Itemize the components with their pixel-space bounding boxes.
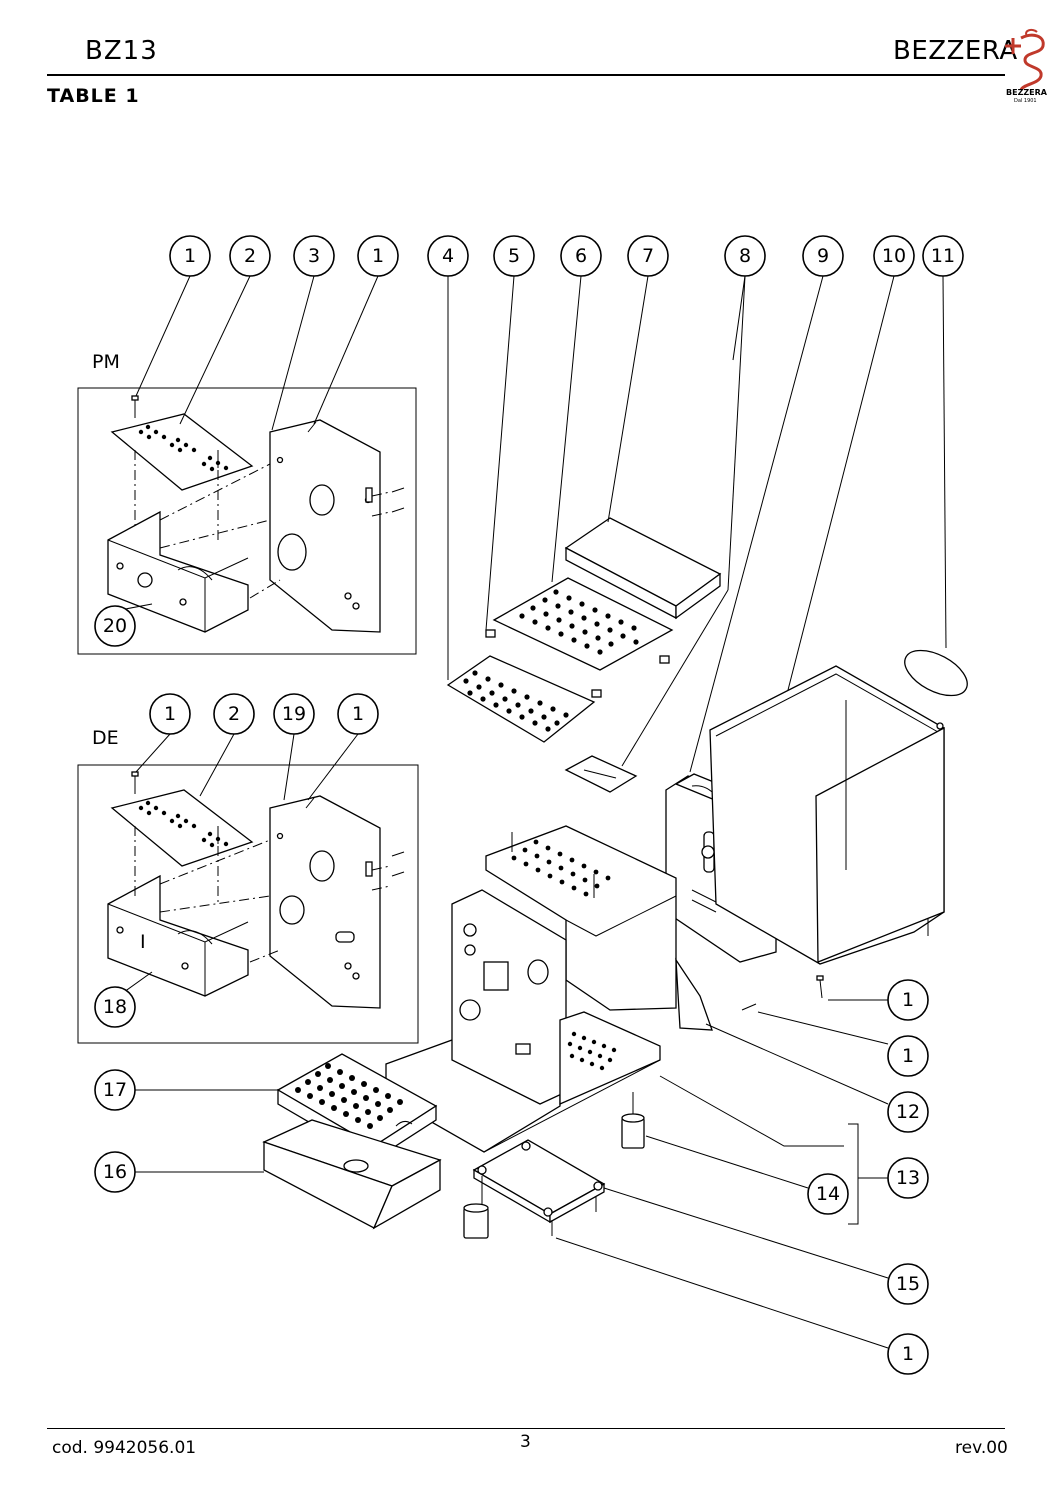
- callout-3: 3: [293, 235, 335, 277]
- de-inset-frame: [77, 764, 419, 1044]
- pm-inset-frame: [77, 387, 417, 655]
- svg-text:14: 14: [816, 1183, 840, 1205]
- base-block-16: [262, 1119, 442, 1230]
- callout-10: 10: [873, 235, 915, 277]
- svg-text:8: 8: [739, 245, 751, 267]
- callout-2b: 2: [213, 693, 255, 735]
- svg-text:19: 19: [282, 703, 306, 725]
- chassis-frame: [385, 889, 713, 1153]
- callout-12: 12: [887, 1091, 929, 1133]
- svg-text:1: 1: [164, 703, 176, 725]
- callout-7: 7: [627, 235, 669, 277]
- revision: rev.00: [955, 1438, 1008, 1458]
- pm-label: PM: [92, 351, 120, 373]
- callout-8: 8: [724, 235, 766, 277]
- svg-text:18: 18: [103, 996, 127, 1018]
- svg-text:1: 1: [352, 703, 364, 725]
- footer-code: cod. 9942056.01: [52, 1438, 197, 1458]
- svg-text:17: 17: [103, 1079, 127, 1101]
- svg-text:13: 13: [896, 1167, 920, 1189]
- callout-1b: 1: [357, 235, 399, 277]
- callout-20: 20: [94, 605, 136, 647]
- upper-frame-panel: [485, 825, 677, 1011]
- callout-1d: 1: [337, 693, 379, 735]
- svg-text:6: 6: [575, 245, 587, 267]
- callout-13: 13: [887, 1157, 929, 1199]
- svg-text:9: 9: [817, 245, 829, 267]
- pm-top-plate: [110, 413, 254, 491]
- pm-bracket: [107, 510, 249, 633]
- svg-text:12: 12: [896, 1101, 920, 1123]
- feet-14: [463, 1092, 645, 1239]
- callout-1e: 1: [887, 979, 929, 1021]
- callout-4: 4: [427, 235, 469, 277]
- svg-text:16: 16: [103, 1161, 127, 1183]
- callout-1g: 1: [887, 1333, 929, 1375]
- page-number: 3: [520, 1432, 531, 1452]
- drip-tray-7: [564, 517, 722, 620]
- svg-text:20: 20: [103, 615, 127, 637]
- callout-14: 14: [807, 1173, 849, 1215]
- cup-grid-6: [492, 577, 674, 671]
- de-screws: [131, 771, 405, 877]
- logo-text: BEZZERA: [1006, 88, 1047, 97]
- svg-text:4: 4: [442, 245, 454, 267]
- table-title: TABLE 1: [47, 85, 140, 107]
- svg-text:5: 5: [508, 245, 520, 267]
- callout-2a: 2: [229, 235, 271, 277]
- bezzera-logo-icon: [1005, 28, 1045, 91]
- callout-15: 15: [887, 1263, 929, 1305]
- badge-plate-8: [564, 755, 638, 793]
- logo-subtext: Dal 1901: [1014, 98, 1037, 104]
- drip-tray-feet-5: [485, 629, 670, 698]
- svg-text:1: 1: [902, 989, 914, 1011]
- de-bracket: [107, 874, 249, 997]
- svg-text:2: 2: [244, 245, 256, 267]
- header-rule: [47, 74, 1005, 76]
- svg-text:7: 7: [642, 245, 654, 267]
- body-casing-10: [709, 665, 945, 965]
- svg-text:1: 1: [902, 1045, 914, 1067]
- leader-lines: [119, 275, 947, 1349]
- de-assembly-lines: [134, 826, 391, 963]
- svg-text:1: 1: [372, 245, 384, 267]
- svg-text:11: 11: [931, 245, 955, 267]
- svg-text:3: 3: [308, 245, 320, 267]
- main-screws: [551, 918, 929, 1236]
- callout-19: 19: [273, 693, 315, 735]
- svg-text:2: 2: [228, 703, 240, 725]
- svg-text:10: 10: [882, 245, 906, 267]
- brand-name: BEZZERA: [893, 36, 1018, 66]
- callout-16: 16: [94, 1151, 136, 1193]
- callout-6: 6: [560, 235, 602, 277]
- de-label: DE: [92, 727, 119, 749]
- de-marker: I: [140, 931, 146, 953]
- svg-text:15: 15: [896, 1273, 920, 1295]
- svg-text:1: 1: [184, 245, 196, 267]
- de-top-plate: [110, 789, 254, 867]
- callout-1f: 1: [887, 1035, 929, 1077]
- callout-5: 5: [493, 235, 535, 277]
- callout-17: 17: [94, 1069, 136, 1111]
- footer-rule: [47, 1428, 1005, 1429]
- document-model: BZ13: [85, 36, 158, 66]
- round-plate-11: [904, 649, 968, 697]
- pm-side-panel: [269, 419, 381, 633]
- callout-18: 18: [94, 986, 136, 1028]
- svg-text:1: 1: [902, 1343, 914, 1365]
- de-side-panel: [269, 795, 381, 1009]
- callout-1a: 1: [169, 235, 211, 277]
- drip-grid-4: [446, 655, 596, 743]
- base-plate-15: [472, 1139, 606, 1224]
- callout-11: 11: [922, 235, 964, 277]
- callout-9: 9: [802, 235, 844, 277]
- callout-1c: 1: [149, 693, 191, 735]
- pm-assembly-lines: [134, 450, 391, 599]
